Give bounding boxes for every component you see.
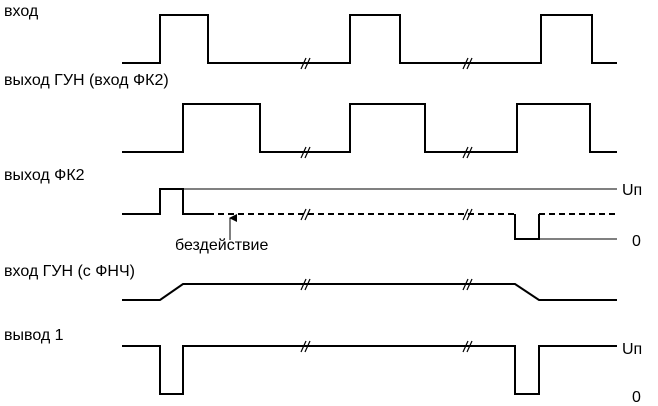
waveform-pc2-output-low-pulse bbox=[514, 214, 540, 240]
trace-pc2-output: выход ФК2 бездействие Uп 0 bbox=[4, 167, 642, 254]
break-mark bbox=[300, 146, 311, 159]
label-input: вход bbox=[4, 3, 39, 20]
trace-vco-output: выход ГУН (вход ФК2) bbox=[4, 72, 617, 159]
waveform-vco-output bbox=[122, 103, 617, 153]
label-vco-output: выход ГУН (вход ФК2) bbox=[4, 72, 169, 89]
break-mark bbox=[300, 278, 311, 291]
break-mark bbox=[300, 208, 311, 221]
trace-vco-input: вход ГУН (с ФНЧ) bbox=[4, 263, 617, 301]
label-vdd-pc2: Uп bbox=[622, 182, 642, 199]
break-mark bbox=[462, 57, 473, 70]
break-mark bbox=[462, 208, 473, 221]
waveform-pin1 bbox=[122, 345, 617, 395]
label-idle: бездействие bbox=[175, 237, 268, 254]
break-mark bbox=[300, 57, 311, 70]
break-mark bbox=[462, 340, 473, 353]
waveform-vco-input bbox=[122, 283, 617, 301]
label-zero-pc2: 0 bbox=[632, 233, 641, 250]
label-pc2-output: выход ФК2 bbox=[4, 167, 85, 184]
waveform-input bbox=[122, 14, 617, 64]
break-mark bbox=[300, 340, 311, 353]
break-mark bbox=[462, 278, 473, 291]
label-pin1: вывод 1 bbox=[4, 327, 64, 344]
waveform-pc2-output bbox=[122, 188, 208, 215]
label-vco-input: вход ГУН (с ФНЧ) bbox=[4, 263, 135, 280]
label-zero-pin1: 0 bbox=[632, 389, 641, 406]
break-mark bbox=[462, 146, 473, 159]
trace-pin1: вывод 1 Uп 0 bbox=[4, 327, 642, 406]
trace-input: вход bbox=[4, 3, 617, 70]
label-vdd-pin1: Uп bbox=[622, 341, 642, 358]
